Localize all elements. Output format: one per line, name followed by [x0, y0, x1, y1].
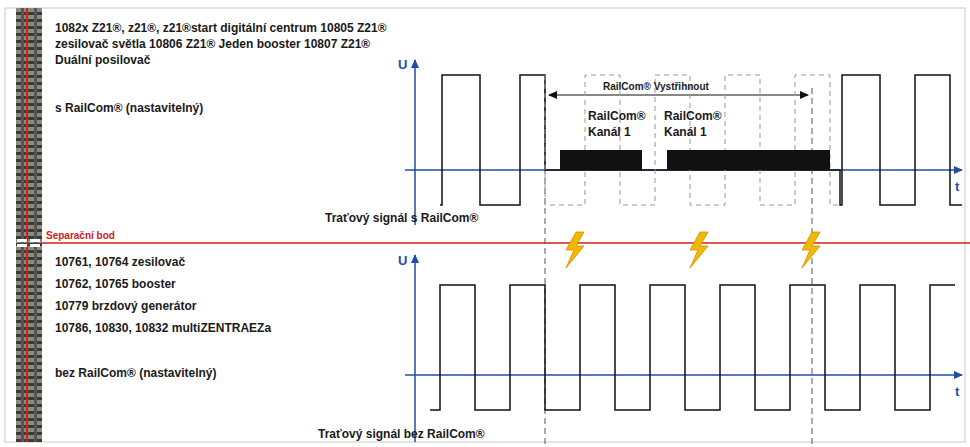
separation-label: Separační bod	[46, 229, 115, 243]
frame	[5, 8, 965, 442]
device-item: 10779 brzdový generátor	[55, 298, 196, 314]
cutout-arrow	[549, 95, 808, 96]
ghost-signal	[545, 75, 840, 205]
axis-label: t	[955, 383, 959, 401]
channel-label: RailCom® Kanál 1	[588, 108, 646, 140]
railcom-channel-bar	[560, 150, 642, 170]
track-signal-plain	[430, 285, 955, 410]
axis-label: U	[398, 252, 407, 270]
separation-line	[42, 242, 970, 244]
mode-note: bez RailCom® (nastavitelný)	[55, 365, 217, 381]
u-axis	[414, 60, 416, 225]
device-list: 1082x Z21®, z21®, z21®start digitální ce…	[55, 20, 395, 69]
axis-label: t	[955, 178, 959, 196]
device-item: 10786, 10830, 10832 multiZENTRAEZa	[55, 320, 271, 336]
mode-note: s RailCom® (nastavitelný)	[55, 100, 203, 116]
channel-label: RailCom® Kanál 1	[664, 108, 722, 140]
axis-label: U	[398, 56, 407, 74]
lightning-symbol	[566, 232, 820, 268]
signal-caption: Traťový signál bez RailCom®	[318, 426, 485, 442]
t-axis	[405, 374, 962, 376]
cutout-border	[812, 88, 813, 445]
cutout-label: RailCom® Vystřihnout	[603, 80, 709, 94]
signal-caption: Traťový signál s RailCom®	[325, 210, 478, 226]
u-axis	[414, 255, 416, 442]
device-item: 10761, 10764 zesilovač	[55, 254, 185, 270]
railcom-channel-bar	[667, 150, 830, 170]
device-item: 10762, 10765 booster	[55, 276, 176, 292]
track-signal-railcom	[440, 75, 962, 205]
track-illustration	[16, 8, 42, 442]
